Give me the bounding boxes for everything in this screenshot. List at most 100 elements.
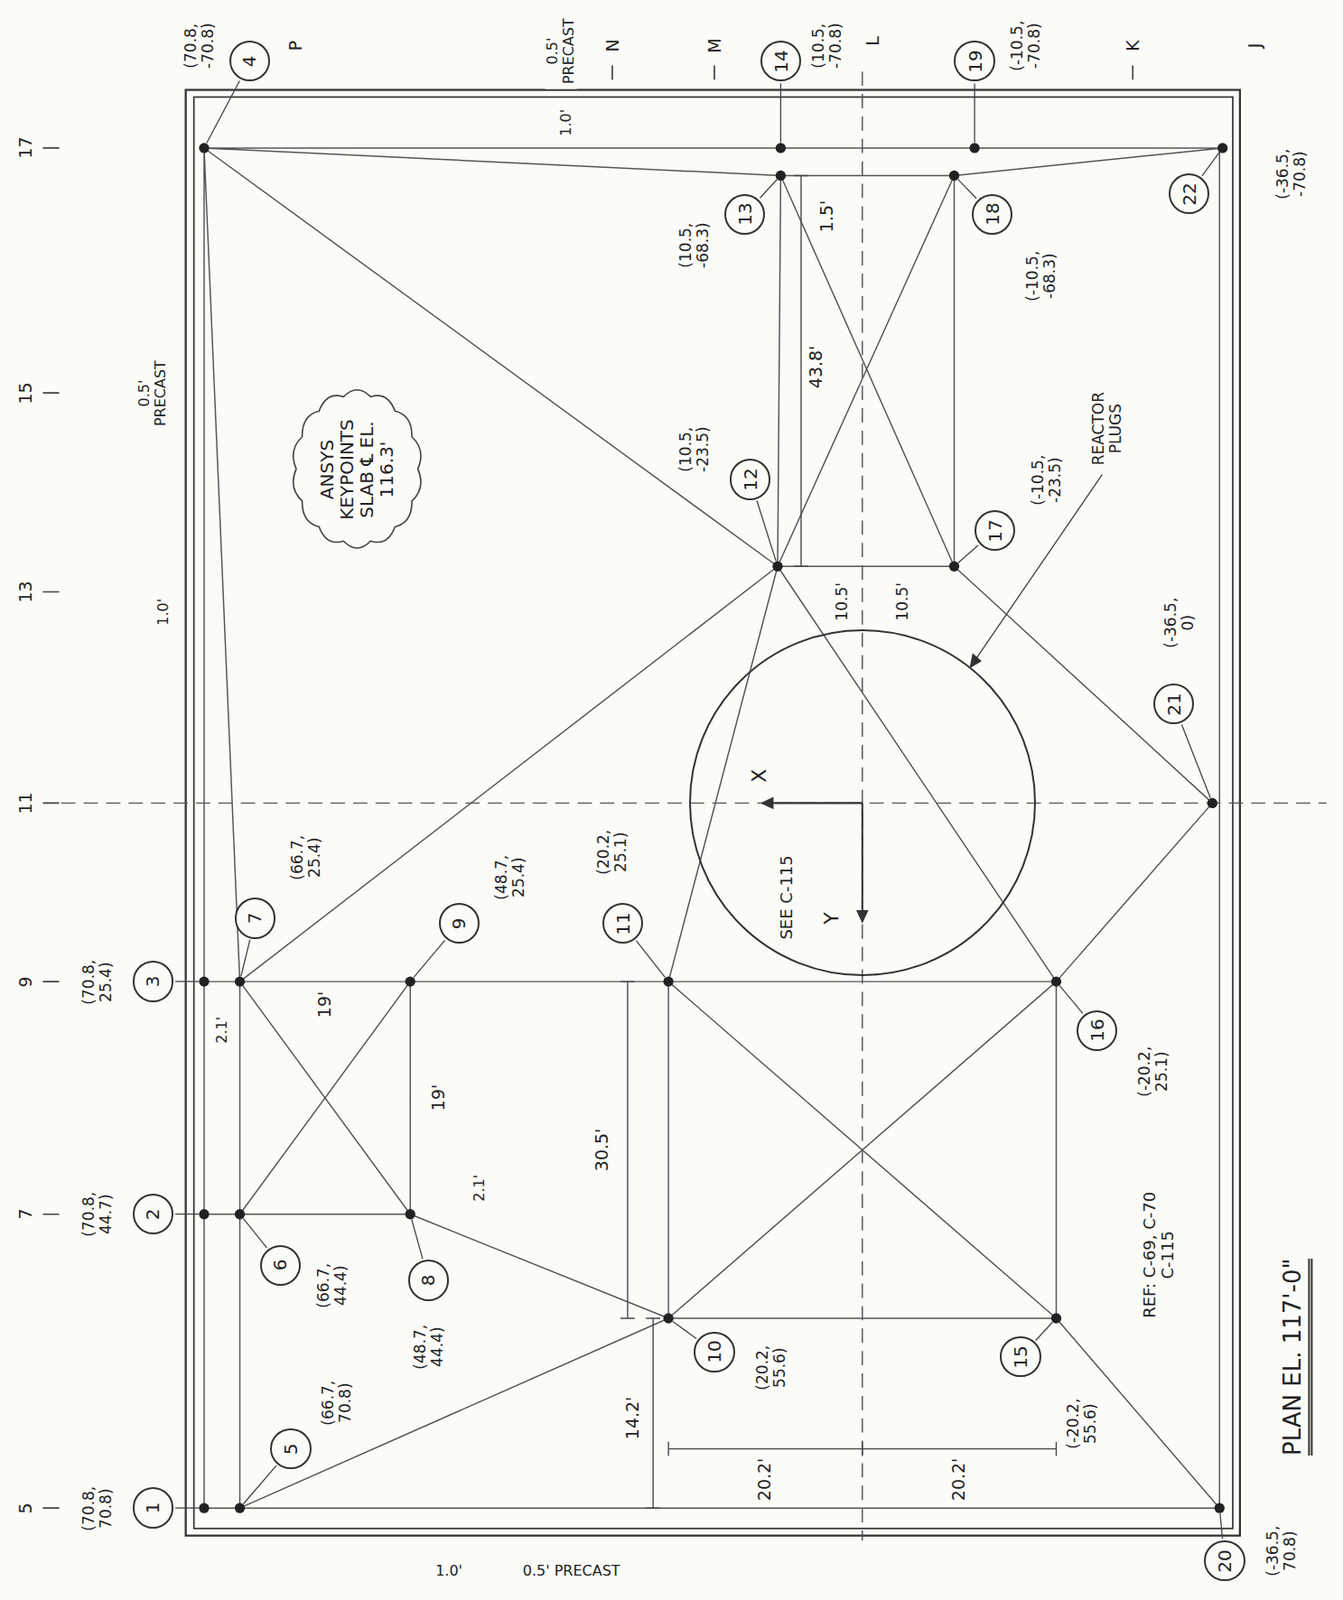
- coordinate-label: (-20.2, 25.1): [1136, 1037, 1170, 1106]
- grid-label: 17: [16, 135, 36, 161]
- leader-line: [1059, 986, 1083, 1015]
- coordinate-label: (48.7, 25.4): [493, 843, 527, 912]
- keypoint-callout: 11: [602, 903, 644, 944]
- keypoint-callout: 13: [724, 194, 765, 235]
- callout-number: 21: [1164, 692, 1185, 716]
- keypoint-dot: [198, 142, 1228, 1514]
- callout-text: REACTOR PLUGS: [1090, 388, 1124, 469]
- slab-edge: [194, 96, 1233, 1529]
- dimension-text: 2.1': [471, 1173, 488, 1204]
- leader-line: [672, 1321, 697, 1339]
- leader-line: [756, 501, 776, 562]
- dimension-text: 1.0': [558, 106, 575, 138]
- grid-label: N: [603, 37, 623, 55]
- callout-number: 9: [448, 917, 469, 930]
- coordinate-label: (-36.5, 70.8): [1264, 1517, 1298, 1586]
- note-text: ANSYS KEYPOINTS SLAB ℄ EL. 116.3': [317, 398, 397, 541]
- callout-number: 12: [740, 467, 761, 491]
- coordinate-label: (70.8, 44.7): [80, 1180, 114, 1249]
- dimension-text: 0.5' PRECAST: [137, 354, 169, 431]
- dimension-text: 10.5': [833, 580, 851, 624]
- callout-number: 22: [1179, 182, 1200, 206]
- reactor-plug-outline: SEE C-115: [689, 629, 1036, 977]
- keypoint-callout: 3: [132, 960, 174, 1002]
- keypoint-callout: 21: [1153, 683, 1194, 725]
- grid-label: P: [286, 38, 306, 53]
- grid-label: 15: [16, 380, 36, 406]
- dimension-text: 30.5': [592, 1127, 612, 1175]
- leader-line: [958, 179, 977, 199]
- grid-label: J: [1245, 41, 1265, 51]
- keypoint-callout: 19: [953, 40, 995, 82]
- leader-line: [175, 1213, 199, 1215]
- dimension-text: 0.5' PRECAST: [521, 1563, 623, 1580]
- coordinate-label: (70.8, 25.4): [80, 947, 114, 1016]
- callout-number: 3: [142, 976, 163, 989]
- grid-label: 11: [16, 790, 36, 816]
- grid-centerline: [61, 71, 1327, 1541]
- slab-frame: [186, 90, 1241, 1537]
- coordinate-label: (10.5, -70.8): [810, 11, 844, 80]
- coordinate-label: (10.5, -68.3): [677, 211, 711, 280]
- reference-note: REF: C-69, C-70 C-115: [1140, 1183, 1177, 1327]
- callout-number: 17: [985, 519, 1006, 542]
- callout-number: 1: [142, 1502, 163, 1515]
- callout-number: 15: [1010, 1345, 1031, 1369]
- grid-label: 7: [16, 1207, 36, 1222]
- leader-line: [206, 81, 240, 144]
- callout-number: 14: [771, 49, 792, 73]
- dimension-text: 20.2': [755, 1456, 775, 1504]
- coordinate-label: (-36.5, 0): [1162, 588, 1196, 657]
- leader-line: [1202, 152, 1220, 177]
- keypoint-callout: 2: [132, 1193, 174, 1235]
- grid-label: K: [1123, 38, 1143, 54]
- reference-text: SEE C-115: [776, 856, 795, 941]
- callout-number: 10: [704, 1340, 725, 1363]
- keypoint-callout: 12: [729, 458, 771, 500]
- keypoint-callout: 7: [234, 897, 276, 939]
- keypoint-callout: 15: [999, 1336, 1041, 1378]
- keypoint-callout: 10: [693, 1332, 735, 1373]
- model-line: [204, 148, 1223, 1509]
- coordinate-label: (66.7, 25.4): [289, 823, 323, 892]
- dimension-text: 10.5': [894, 580, 912, 624]
- callout-number: 5: [280, 1443, 301, 1455]
- coordinate-label: (-36.5, -70.8): [1274, 139, 1308, 208]
- keypoint-callout: 20: [1203, 1540, 1245, 1582]
- cloud-outline-path: [293, 390, 421, 549]
- grid-label: 13: [16, 578, 36, 605]
- dimension-text: 1.0': [155, 596, 172, 628]
- coordinate-label: (20.2, 25.1): [595, 818, 629, 887]
- leader-line: [175, 980, 199, 982]
- dimension-text: 1.5': [817, 198, 837, 234]
- coordinate-label: (66.7, 44.4): [315, 1251, 349, 1320]
- leader-line: [958, 545, 979, 563]
- leader-line: [780, 83, 782, 142]
- coordinate-label: (-10.5, -70.8): [1008, 11, 1043, 80]
- note-cloud: ANSYS KEYPOINTS SLAB ℄ EL. 116.3': [286, 382, 429, 556]
- keypoint-callout: 18: [971, 194, 1013, 235]
- callout-number: 11: [612, 912, 633, 935]
- coordinate-label: (-10.5, -23.5): [1029, 446, 1064, 514]
- callout-number: 13: [735, 203, 756, 226]
- dimension-text: 43.8': [806, 344, 826, 392]
- keypoint-callout: 4: [229, 40, 271, 82]
- precast-edge: [186, 90, 1241, 1537]
- leader-line: [973, 83, 975, 142]
- dimension-text: 19': [315, 989, 335, 1020]
- coordinate-label: (66.7, 70.8): [319, 1369, 354, 1437]
- grid-label: 5: [16, 1501, 36, 1516]
- coordinate-label: (10.5, -23.5): [677, 415, 711, 484]
- grid-label: 9: [16, 974, 36, 989]
- callout-number: 4: [240, 55, 261, 67]
- coordinate-label: (48.7, 44.4): [411, 1313, 446, 1381]
- keypoint-callout: 22: [1168, 173, 1210, 215]
- leader-line: [760, 179, 778, 198]
- dimension-text: 14.2': [623, 1395, 643, 1443]
- leader-line: [175, 1507, 199, 1509]
- leader-line: [1220, 1513, 1223, 1539]
- callout-number: 18: [982, 203, 1003, 226]
